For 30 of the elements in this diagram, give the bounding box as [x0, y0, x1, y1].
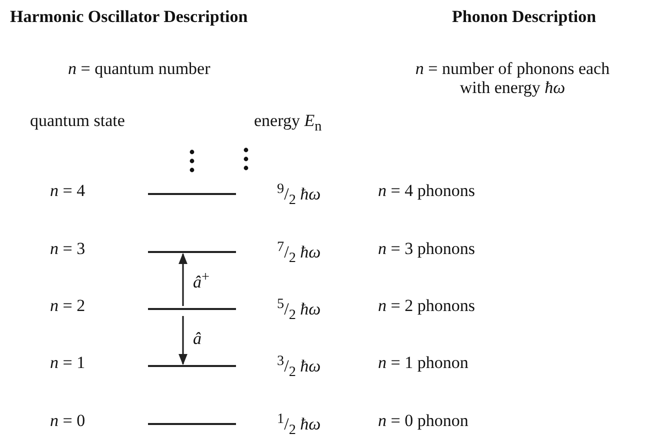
- state-label: n = 4: [50, 182, 86, 201]
- energy-level-line: [148, 251, 236, 253]
- phonon-count: n = 4 phonons: [378, 182, 475, 201]
- energy-level-line: [148, 308, 236, 310]
- operator-label: â$^{+}$: [193, 270, 210, 292]
- column-heading: Harmonic Oscillator Description: [10, 8, 248, 27]
- energy-value: $^{3}$/$_{2}$ ħω: [277, 354, 321, 381]
- definition-text: n = number of phonons each with energy ħω: [414, 60, 611, 98]
- energy-level-line: [148, 193, 236, 195]
- definition-text: n = quantum number: [68, 60, 210, 79]
- operator-label: â: [193, 330, 202, 349]
- phonon-count: n = 1 phonon: [378, 354, 468, 373]
- energy-value: $^{9}$/$_{2}$ ħω: [277, 182, 321, 209]
- energy-value: $^{5}$/$_{2}$ ħω: [277, 297, 321, 324]
- state-label: n = 0: [50, 412, 86, 431]
- phonon-count: n = 3 phonons: [378, 240, 475, 259]
- phonon-count: n = 0 phonon: [378, 412, 468, 431]
- arrow: [178, 252, 188, 306]
- energy-level-line: [148, 423, 236, 425]
- phonon-count: n = 2 phonons: [378, 297, 475, 316]
- energy-value: $^{7}$/$_{2}$ ħω: [277, 240, 321, 267]
- energy-level-line: [148, 365, 236, 367]
- column-heading: Phonon Description: [452, 8, 596, 27]
- state-label: n = 1: [50, 354, 86, 373]
- arrow: [178, 316, 188, 366]
- state-label: n = 2: [50, 297, 86, 316]
- column-label: quantum state: [30, 112, 125, 131]
- energy-value: $^{1}$/$_{2}$ ħω: [277, 412, 321, 439]
- column-label: energy E$_{n}$: [254, 112, 322, 135]
- state-label: n = 3: [50, 240, 86, 259]
